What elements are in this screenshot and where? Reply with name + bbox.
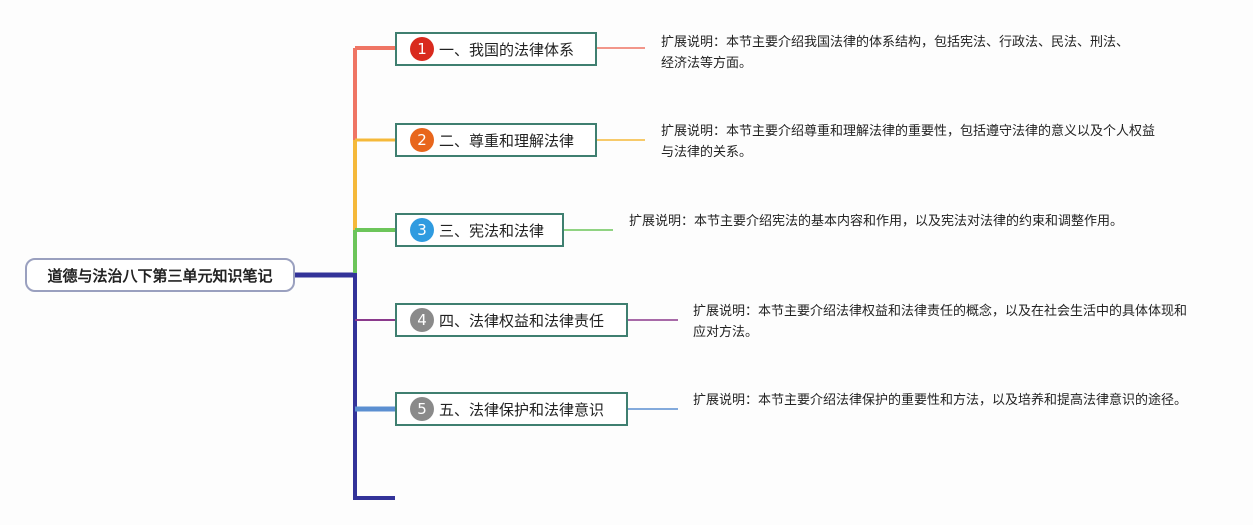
branch-5-note: 扩展说明：本节主要介绍法律保护的重要性和方法，以及培养和提高法律意识的途径。 [693, 393, 1188, 408]
branch-2-note: 扩展说明：本节主要介绍尊重和理解法律的重要性，包括遵守法律的意义以及个人权益与法… [661, 124, 1156, 160]
branch-topic-2[interactable]: 2 二、尊重和理解法律 [395, 123, 597, 157]
number-badge-1: 1 [410, 37, 434, 61]
branch-topic-2-label: 二、尊重和理解法律 [439, 131, 575, 150]
number-badge-3: 3 [410, 218, 434, 242]
branch-4-note: 扩展说明：本节主要介绍法律权益和法律责任的概念，以及在社会生活中的具体体现和应对… [693, 304, 1188, 340]
branch-topic-3[interactable]: 3 三、宪法和法律 [395, 213, 564, 247]
root-topic[interactable]: 道德与法治八下第三单元知识笔记 [25, 258, 295, 292]
number-badge-5: 5 [410, 397, 434, 421]
branch-topic-5-label: 五、法律保护和法律意识 [439, 400, 605, 419]
branch-1-note: 扩展说明：本节主要介绍我国法律的体系结构，包括宪法、行政法、民法、刑法、经济法等… [661, 35, 1130, 71]
root-topic-label: 道德与法治八下第三单元知识笔记 [47, 266, 273, 285]
branch-topic-3-label: 三、宪法和法律 [439, 221, 545, 240]
branch-3-note: 扩展说明：本节主要介绍宪法的基本内容和作用，以及宪法对法律的约束和调整作用。 [629, 214, 1124, 229]
branch-topic-4-label: 四、法律权益和法律责任 [439, 311, 605, 330]
branch-topic-1[interactable]: 1 一、我国的法律体系 [395, 32, 597, 66]
number-badge-2: 2 [410, 128, 434, 152]
branch-topic-1-label: 一、我国的法律体系 [439, 40, 575, 59]
branch-topic-4[interactable]: 4 四、法律权益和法律责任 [395, 303, 628, 337]
number-badge-4: 4 [410, 308, 434, 332]
branch-topic-5[interactable]: 5 五、法律保护和法律意识 [395, 392, 628, 426]
